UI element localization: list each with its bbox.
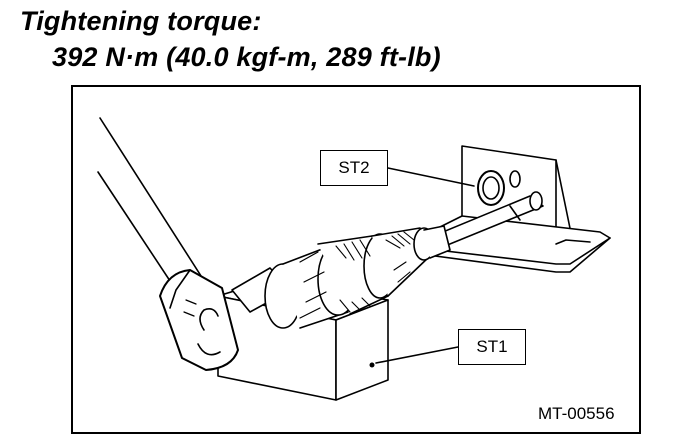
illustration-frame (71, 85, 641, 434)
torque-spec: 392 N·m (40.0 kgf-m, 289 ft-lb) (52, 42, 441, 72)
figure-id: MT-00556 (538, 404, 615, 423)
heading-title: Tightening torque: (20, 6, 262, 36)
st1-label: ST1 (458, 329, 526, 365)
st2-leader-line (387, 167, 475, 187)
st2-label: ST2 (320, 150, 388, 186)
torque-wrench-icon (97, 117, 239, 371)
st1-leader-line (375, 346, 459, 364)
gear-shaft-icon (231, 225, 451, 329)
